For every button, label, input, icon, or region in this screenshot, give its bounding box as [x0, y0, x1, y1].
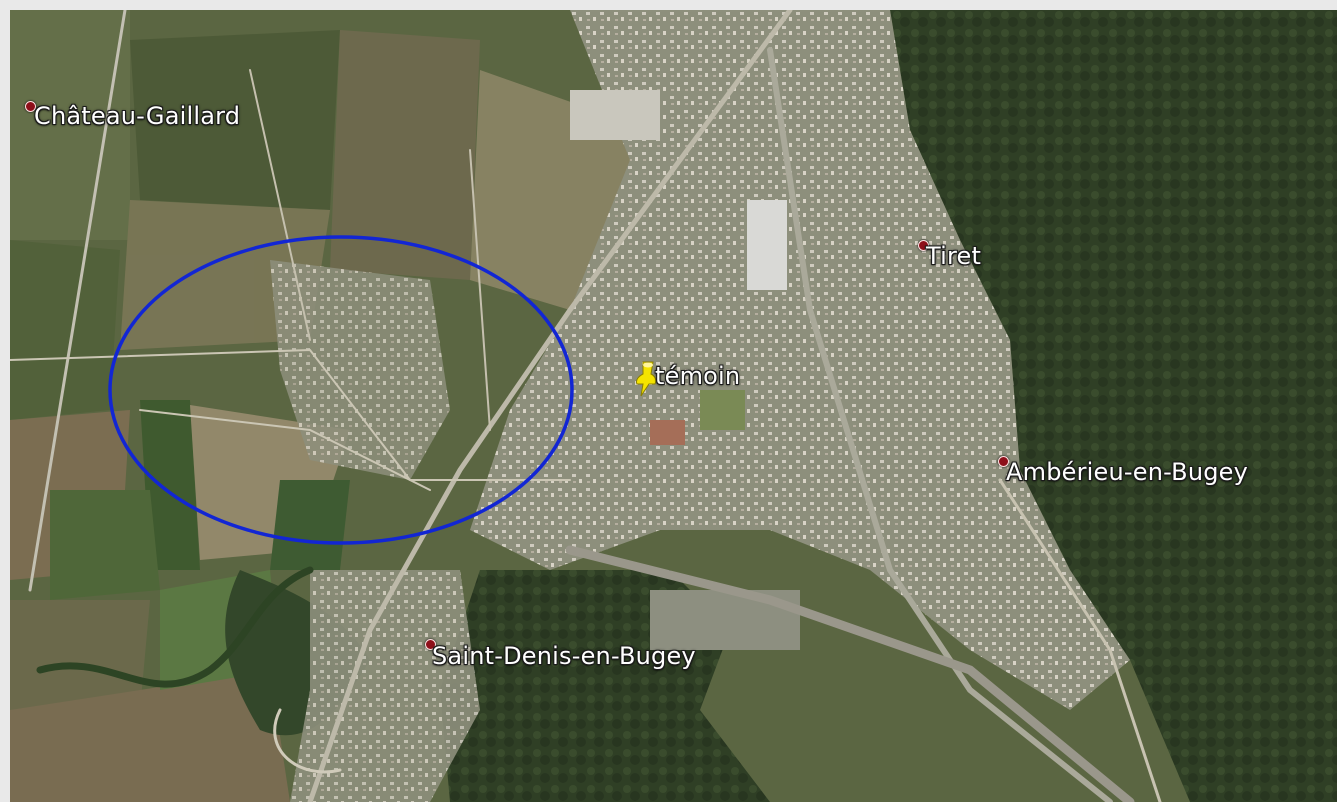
yellow-pushpin-icon[interactable]	[633, 360, 661, 400]
marker-label-temoin[interactable]: témoin	[655, 362, 741, 390]
map-viewport[interactable]: Château-Gaillard Tiret Ambérieu-en-Bugey…	[10, 10, 1337, 802]
place-label-tiret[interactable]: Tiret	[926, 242, 982, 270]
place-marker-icon[interactable]	[918, 240, 929, 251]
satellite-imagery	[10, 10, 1337, 802]
place-marker-icon[interactable]	[998, 456, 1009, 467]
place-label-saint-denis-en-bugey[interactable]: Saint-Denis-en-Bugey	[432, 642, 696, 670]
place-label-amberieu-en-bugey[interactable]: Ambérieu-en-Bugey	[1006, 458, 1249, 486]
highlight-ellipse	[108, 235, 574, 545]
place-marker-icon[interactable]	[425, 639, 436, 650]
roads	[10, 10, 1162, 802]
place-label-chateau-gaillard[interactable]: Château-Gaillard	[34, 102, 241, 130]
place-marker-icon[interactable]	[25, 101, 36, 112]
